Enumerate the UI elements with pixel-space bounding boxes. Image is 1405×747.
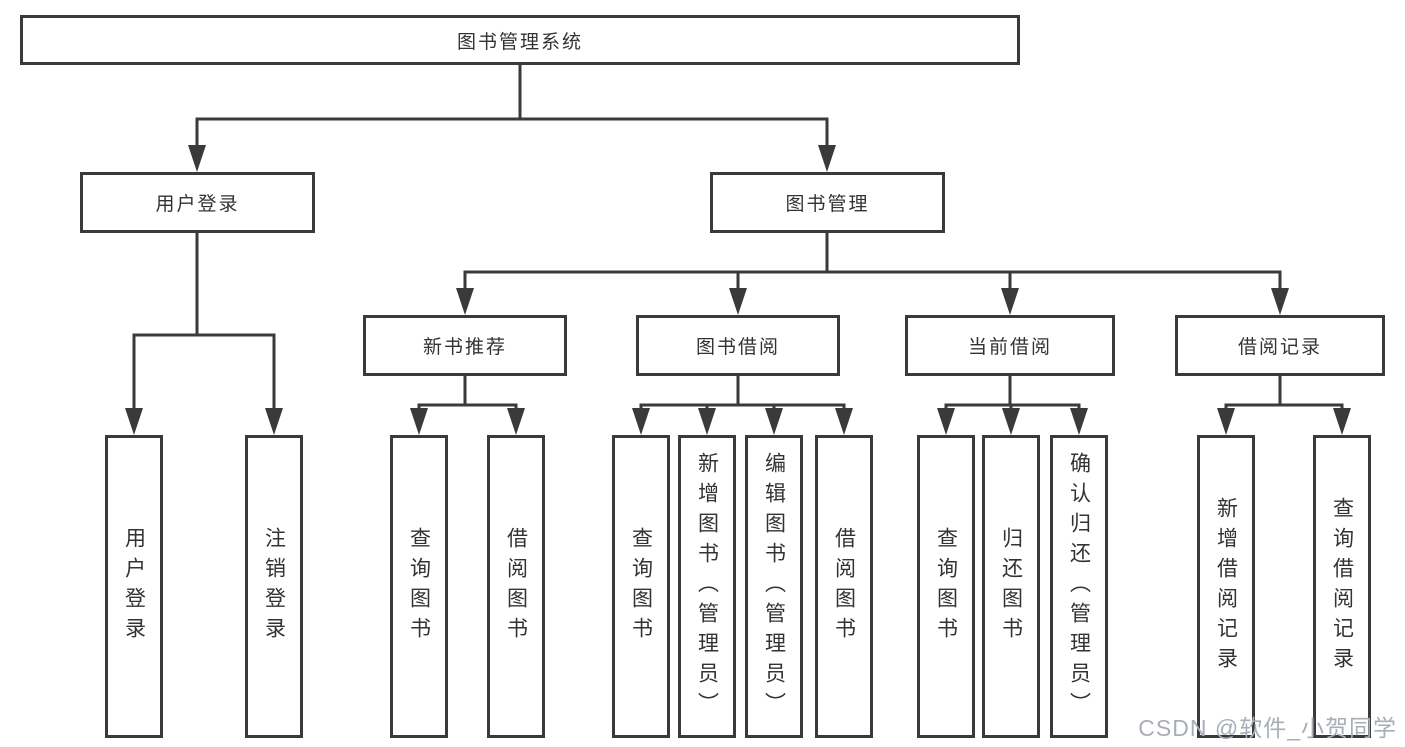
node-label: 编辑图书（管理员） (762, 451, 786, 722)
node-label: 借阅图书 (504, 526, 528, 647)
leaf-borrow-books: 借阅图书 (815, 435, 873, 738)
node-label: 借阅图书 (832, 526, 856, 647)
leaf-logout: 注销登录 (245, 435, 303, 738)
node-label: 新增借阅记录 (1214, 496, 1238, 677)
node-label: 用户登录 (155, 194, 240, 215)
node-label: 查询图书 (934, 526, 958, 647)
leaf-query-books-recommend: 查询图书 (390, 435, 448, 738)
node-label: 借阅记录 (1237, 337, 1322, 358)
node-label: 图书管理 (785, 194, 870, 215)
node-book-management: 图书管理 (710, 172, 945, 233)
node-root: 图书管理系统 (20, 15, 1020, 65)
leaf-user-login: 用户登录 (105, 435, 163, 738)
node-current-borrow: 当前借阅 (905, 315, 1115, 376)
node-user-login: 用户登录 (80, 172, 315, 233)
node-label: 注销登录 (262, 526, 286, 647)
node-label: 查询图书 (629, 526, 653, 647)
leaf-edit-books-admin: 编辑图书（管理员） (745, 435, 803, 738)
leaf-borrow-books-recommend: 借阅图书 (487, 435, 545, 738)
csdn-watermark: CSDN @软件_小贺同学 (1138, 715, 1397, 741)
node-label: 图书借阅 (695, 337, 780, 358)
node-label: 新书推荐 (422, 337, 507, 358)
leaf-add-books-admin: 新增图书（管理员） (678, 435, 736, 738)
leaf-add-borrow-record: 新增借阅记录 (1197, 435, 1255, 738)
node-label: 图书管理系统 (456, 31, 583, 53)
node-book-borrow: 图书借阅 (636, 315, 840, 376)
leaf-query-books-current: 查询图书 (917, 435, 975, 738)
node-label: 查询借阅记录 (1330, 496, 1354, 677)
node-label: 新增图书（管理员） (695, 451, 719, 722)
node-label: 当前借阅 (967, 337, 1052, 358)
node-label: 查询图书 (407, 526, 431, 647)
leaf-query-books-borrow: 查询图书 (612, 435, 670, 738)
leaf-confirm-return-admin: 确认归还（管理员） (1050, 435, 1108, 738)
leaf-return-books: 归还图书 (982, 435, 1040, 738)
node-borrow-records: 借阅记录 (1175, 315, 1385, 376)
node-label: 归还图书 (999, 526, 1023, 647)
node-label: 确认归还（管理员） (1067, 451, 1091, 722)
node-label: 用户登录 (122, 526, 146, 647)
leaf-query-borrow-record: 查询借阅记录 (1313, 435, 1371, 738)
node-new-book-recommend: 新书推荐 (363, 315, 567, 376)
